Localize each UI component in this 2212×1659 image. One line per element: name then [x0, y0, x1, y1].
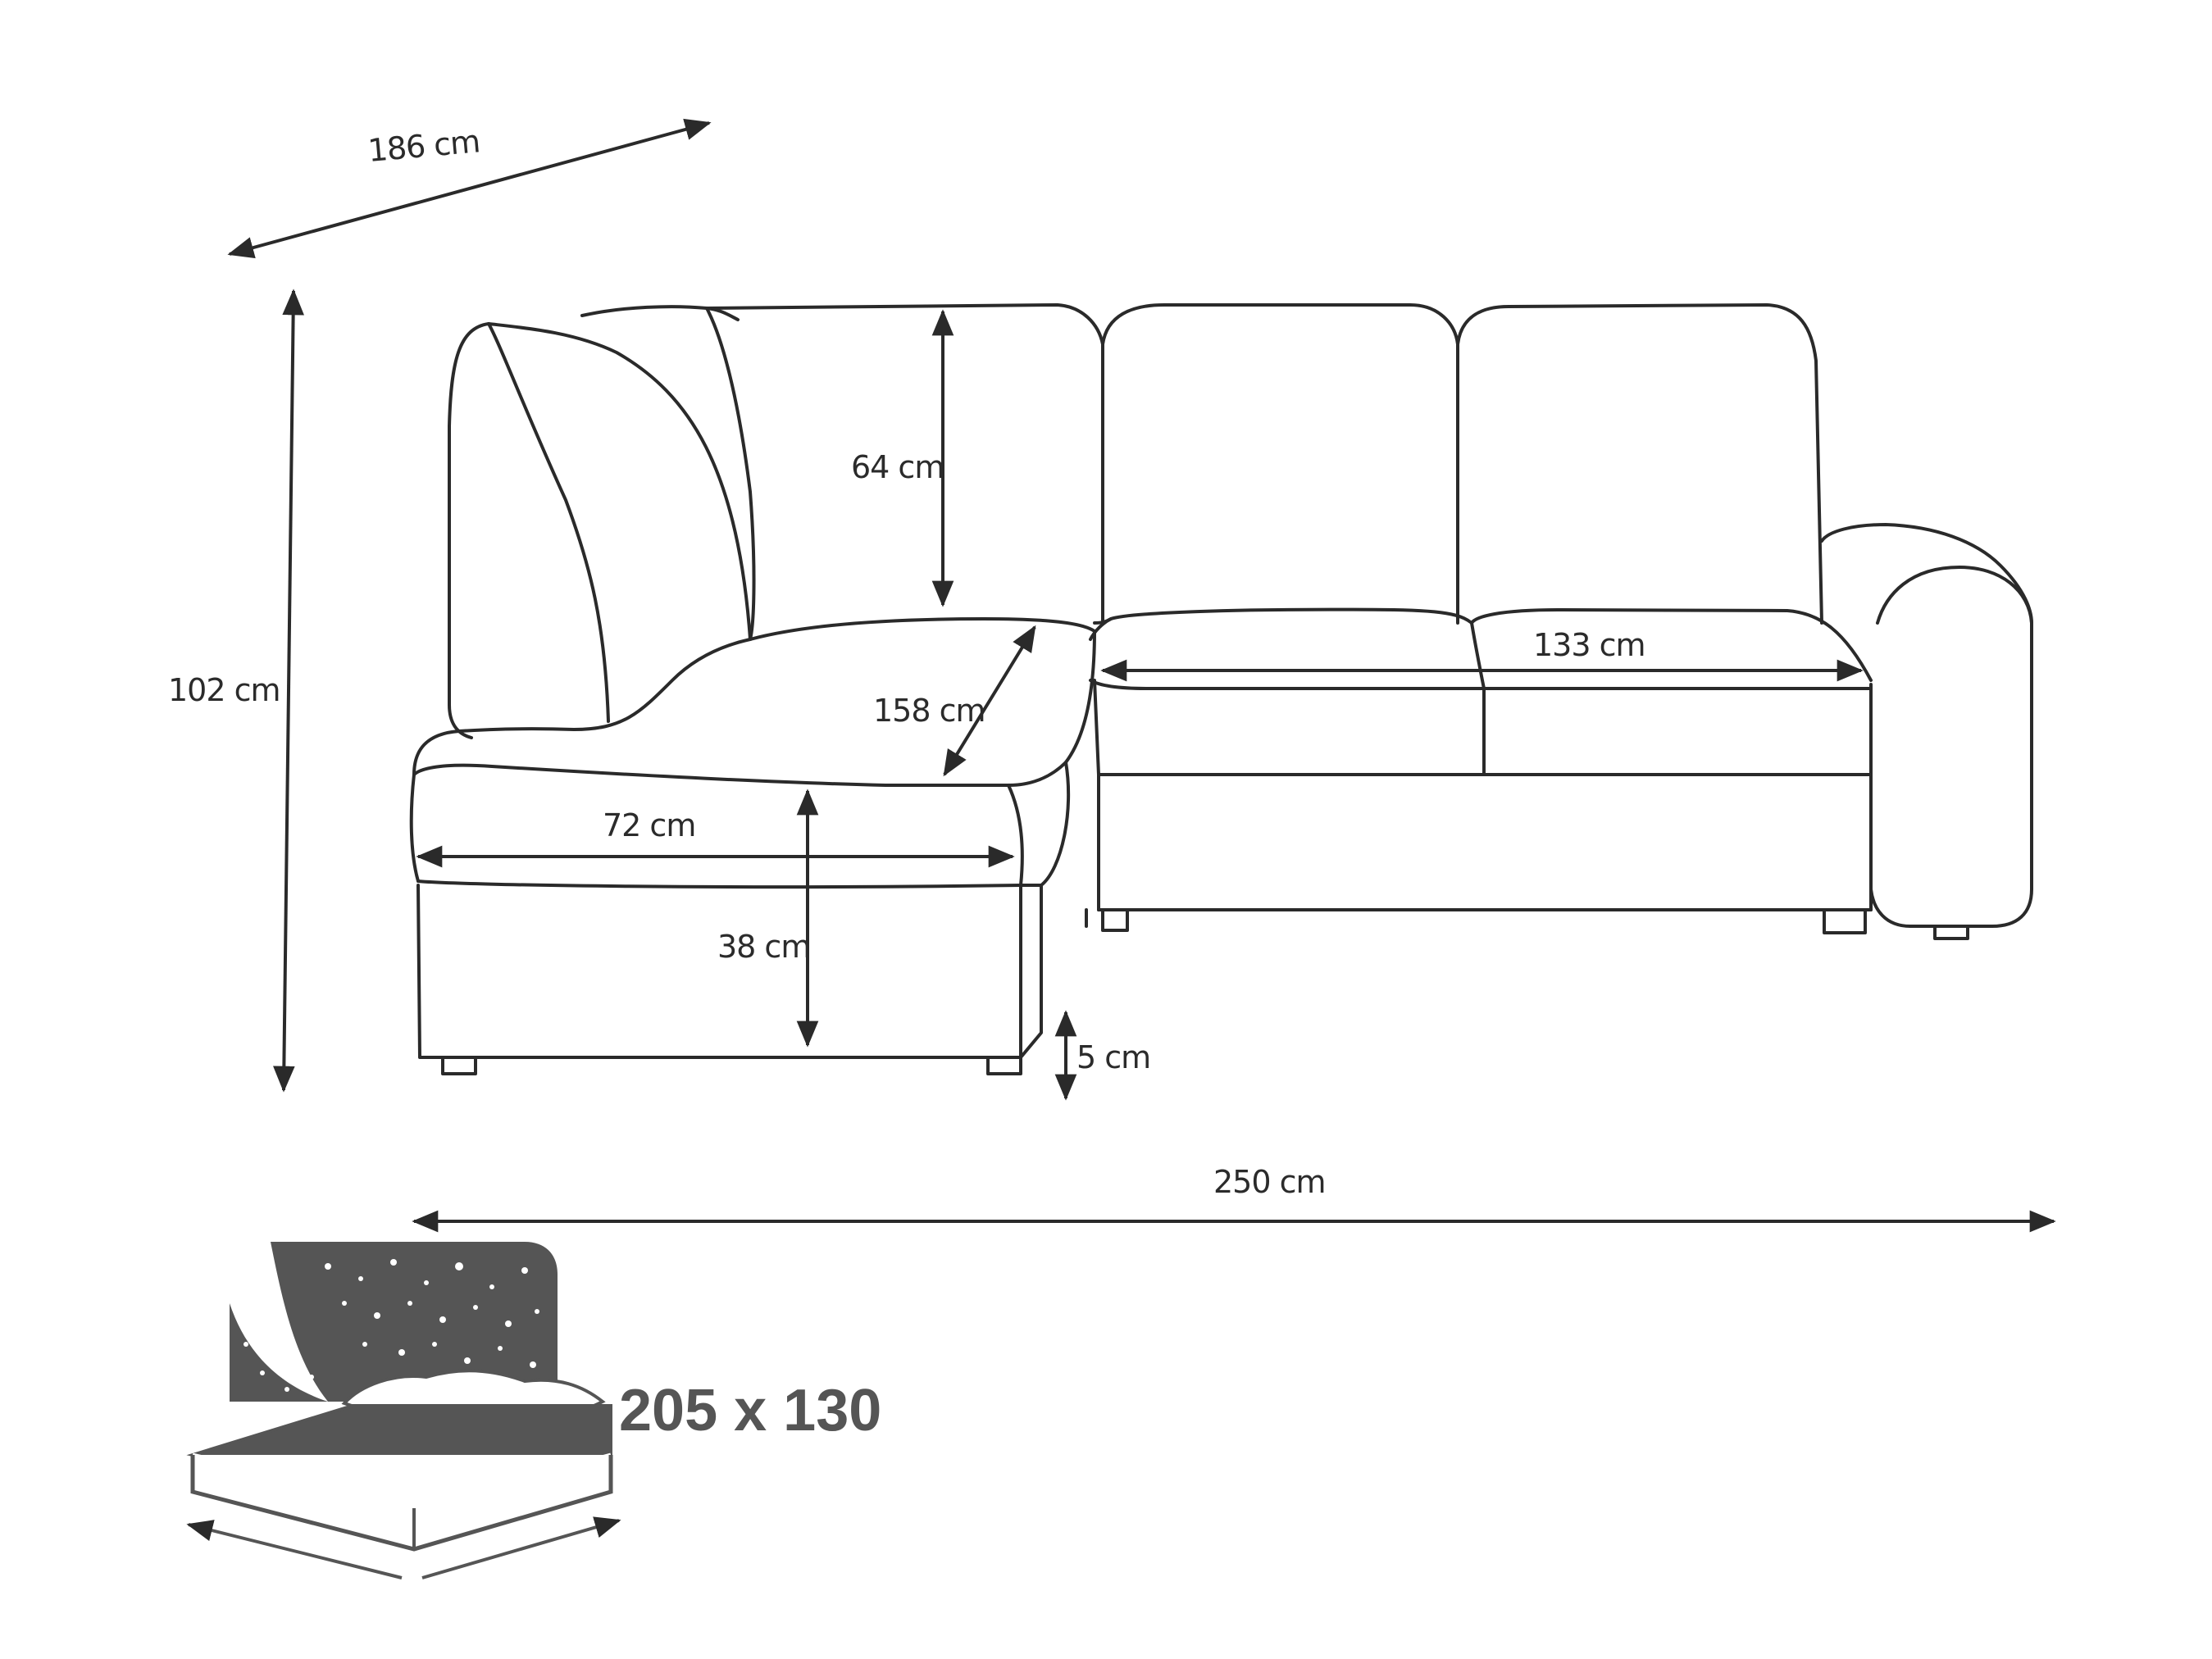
seat-depth-label: 133 cm [1533, 627, 1645, 663]
height-label: 102 cm [168, 672, 280, 708]
sleeping-area-icon [186, 1242, 621, 1579]
dimension-labels: 186 cm 102 cm 64 cm 133 cm 158 cm 72 cm … [168, 123, 1646, 1200]
back-height-label: 64 cm [851, 449, 944, 485]
stars [244, 1259, 539, 1392]
depth-arrow [227, 118, 712, 259]
chaise-length-arrow [943, 625, 1036, 777]
bed-size-label: 205 x 130 [619, 1378, 881, 1443]
seat-height-label: 38 cm [717, 929, 810, 965]
depth-label: 186 cm [366, 123, 481, 169]
chaise-width-label: 72 cm [603, 807, 695, 843]
sofa-outline [409, 303, 2033, 1075]
dimension-arrows [227, 118, 2056, 1233]
chaise-length-label: 158 cm [873, 693, 985, 729]
leg-height-label: 5 cm [1076, 1039, 1150, 1075]
total-width-label: 250 cm [1213, 1164, 1326, 1200]
height-arrow [273, 289, 304, 1093]
